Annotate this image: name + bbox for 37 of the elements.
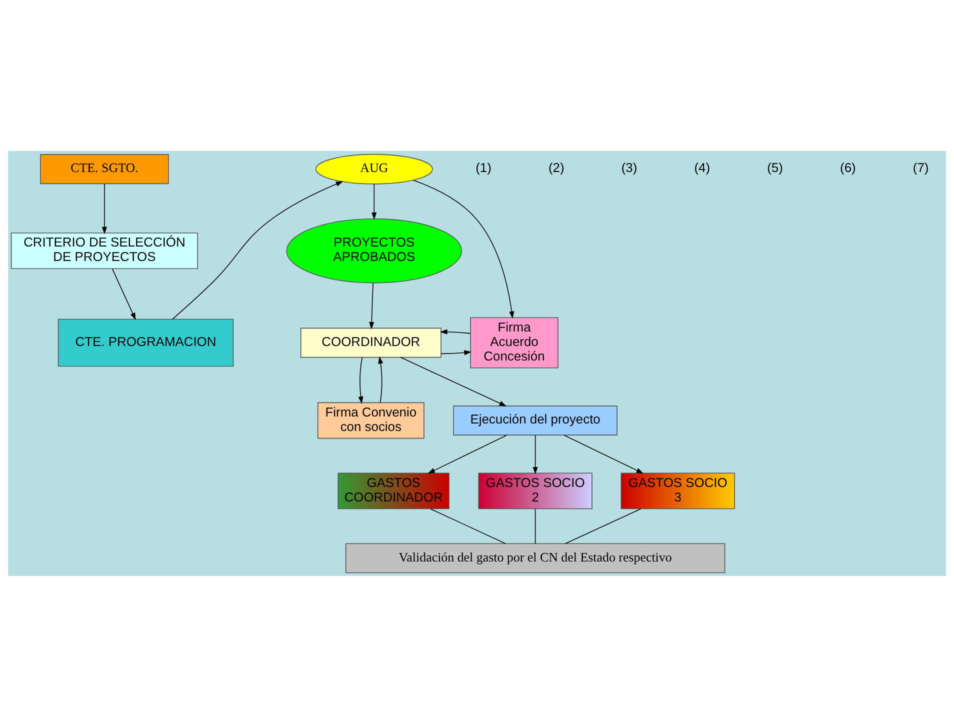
connector bbox=[534, 508, 536, 544]
connector bbox=[564, 508, 642, 544]
node-box: Validación del gasto por el CN del Estado respectivo bbox=[345, 542, 726, 573]
node-box: COORDINADOR bbox=[300, 327, 442, 358]
arrow bbox=[440, 328, 471, 334]
node-box: Ejecución del proyecto bbox=[453, 405, 618, 435]
arrow bbox=[532, 434, 538, 474]
label: (7) bbox=[912, 160, 929, 175]
arrow bbox=[369, 282, 374, 329]
arrow bbox=[564, 434, 644, 474]
label: (3) bbox=[621, 160, 638, 175]
arrow bbox=[440, 350, 472, 355]
node-box: GASTOS SOCIO 3 bbox=[620, 472, 735, 509]
node-box: CTE. PROGRAMACION bbox=[58, 318, 234, 366]
label: (5) bbox=[767, 160, 783, 175]
arrow bbox=[358, 356, 364, 404]
node-box: Firma Convenio con socios bbox=[317, 402, 424, 438]
label: (6) bbox=[840, 160, 856, 175]
node-box: GASTOS SOCIO 2 bbox=[478, 472, 592, 509]
label: (1) bbox=[476, 160, 492, 175]
arrow bbox=[428, 434, 508, 474]
arrow bbox=[102, 182, 108, 234]
arrow bbox=[412, 179, 514, 318]
arrow bbox=[372, 183, 377, 220]
arrow bbox=[378, 356, 384, 403]
node-box: Firma Acuerdo Concesión bbox=[470, 316, 558, 368]
arrow bbox=[172, 180, 344, 320]
arrow bbox=[400, 356, 507, 406]
arrow bbox=[112, 268, 136, 320]
node-box: GASTOS COORDINADOR bbox=[338, 472, 450, 509]
node-ellipse: PROYECTOS APROBADOS bbox=[286, 218, 462, 283]
label: (4) bbox=[694, 160, 710, 175]
node-box: CRITERIO DE SELECCIÓN DE PROYECTOS bbox=[10, 232, 198, 269]
node-box: CTE. SGTO. bbox=[40, 154, 169, 184]
label: (2) bbox=[548, 160, 564, 175]
node-ellipse: AUG bbox=[315, 153, 433, 184]
connector bbox=[430, 508, 506, 544]
